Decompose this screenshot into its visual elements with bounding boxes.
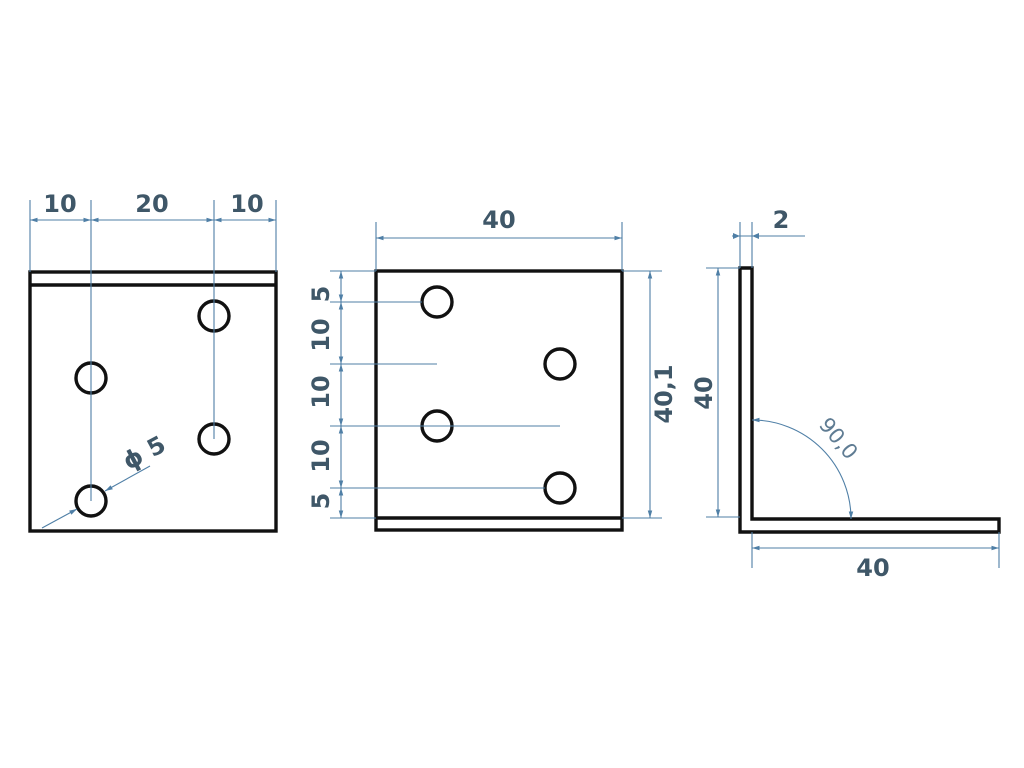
profile-dim-width: 40 <box>856 554 889 582</box>
profile-l-outline <box>738 266 1001 534</box>
side-plate-outline <box>374 269 624 532</box>
side-dim-width: 40 <box>482 206 515 234</box>
front-plate-outline <box>28 270 278 533</box>
front-view: 10 20 10 ϕ 5 <box>28 190 278 533</box>
profile-dim-height: 40 <box>690 376 718 409</box>
front-dim-left-margin: 10 <box>43 190 76 218</box>
side-dim-v1: 5 <box>307 286 335 303</box>
side-dim-height: 40,1 <box>650 364 678 423</box>
side-dim-v3: 10 <box>307 375 335 408</box>
side-dim-v5: 5 <box>307 493 335 510</box>
front-dim-right-margin: 10 <box>230 190 263 218</box>
side-dim-v4: 10 <box>307 439 335 472</box>
side-hole-2 <box>543 347 577 381</box>
side-hole-4 <box>543 471 577 505</box>
profile-dim-thickness: 2 <box>773 206 790 234</box>
profile-angle-arc <box>751 417 854 520</box>
side-hole-1 <box>420 285 454 319</box>
profile-thk-arrow-2 <box>752 233 759 239</box>
side-view: 40 40,1 5 10 10 10 5 <box>307 206 678 532</box>
front-diameter-leader <box>41 508 78 529</box>
side-dim-v2: 10 <box>307 318 335 351</box>
profile-dim-angle: 90,0 <box>814 413 862 464</box>
profile-thk-arrow-1 <box>733 233 740 239</box>
front-dim-spacing: 20 <box>135 190 168 218</box>
profile-view: 2 40 40 90,0 <box>690 206 1001 582</box>
front-diameter-leader-2 <box>104 465 151 492</box>
